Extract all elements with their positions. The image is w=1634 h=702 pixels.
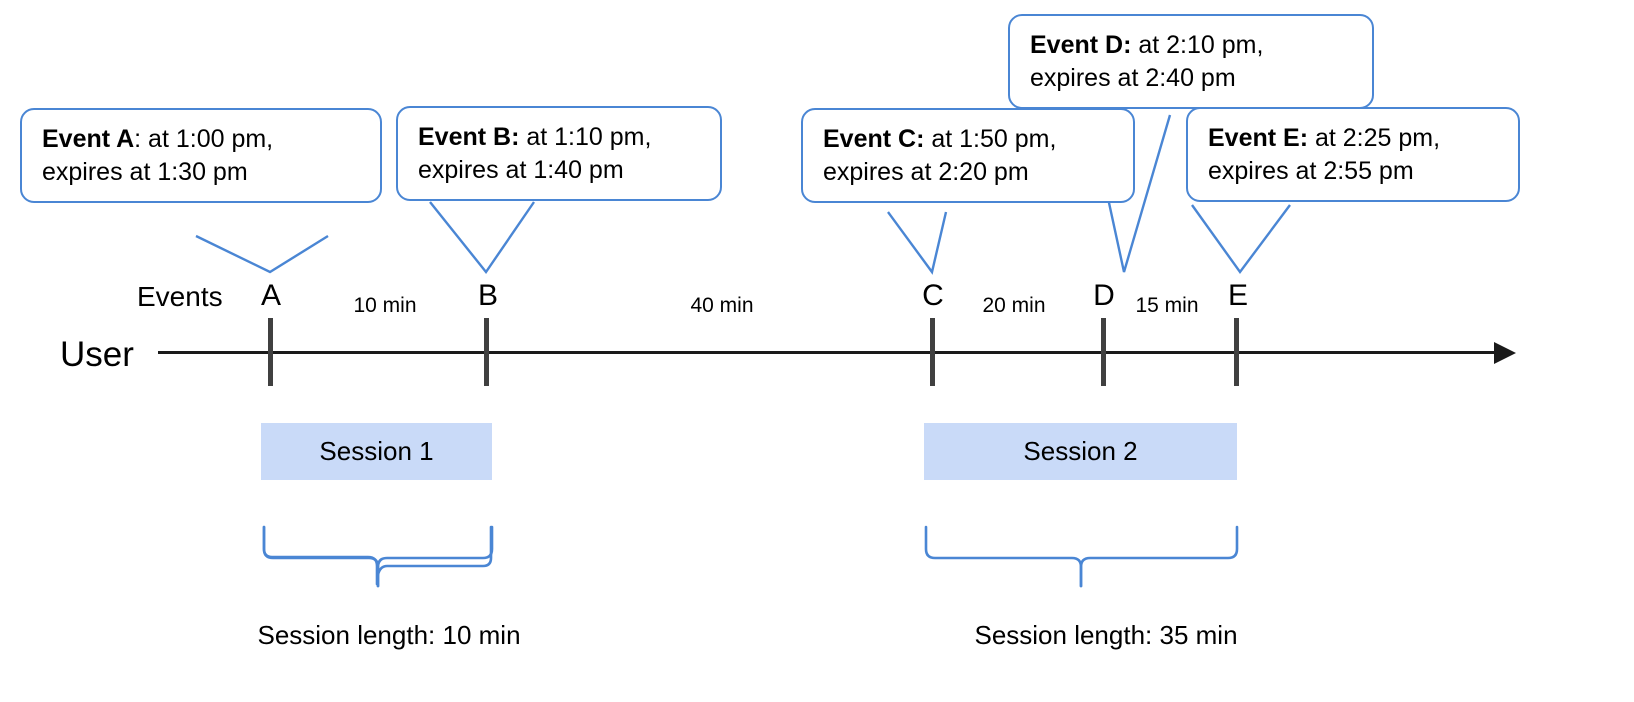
- callout-event-b: Event B: at 1:10 pm, expires at 1:40 pm: [396, 106, 722, 201]
- callout-event-d: Event D: at 2:10 pm, expires at 2:40 pm: [1008, 14, 1374, 109]
- event-marker-b: [484, 318, 489, 386]
- gap-label-c-d: 20 min: [982, 294, 1046, 317]
- callout-line-2: expires at 1:40 pm: [418, 156, 624, 184]
- callout-event-time: at 1:10 pm,: [519, 123, 652, 151]
- event-marker-label-a: A: [260, 279, 282, 312]
- event-marker-e: [1234, 318, 1239, 386]
- callout-event-name: Event E:: [1208, 124, 1309, 152]
- session-bar-1: Session 1: [261, 423, 492, 480]
- callout-event-time: : at 1:00 pm,: [134, 125, 274, 153]
- timeline-arrow-icon: [1494, 342, 1516, 364]
- gap-label-d-e: 15 min: [1135, 294, 1199, 317]
- callout-event-e: Event E: at 2:25 pm, expires at 2:55 pm: [1186, 107, 1520, 202]
- gap-label-a-b: 10 min: [353, 294, 417, 317]
- event-marker-c: [930, 318, 935, 386]
- callout-event-name: Event A: [42, 125, 135, 153]
- event-marker-a: [268, 318, 273, 386]
- callout-event-name: Event D:: [1030, 31, 1132, 59]
- events-row-label: Events: [137, 281, 223, 312]
- event-marker-label-b: B: [477, 279, 499, 312]
- gap-label-b-c: 40 min: [690, 294, 754, 317]
- session-bar-2: Session 2: [924, 423, 1237, 480]
- event-marker-label-e: E: [1227, 279, 1249, 312]
- callout-event-time: at 2:25 pm,: [1308, 124, 1441, 152]
- callout-line-2: expires at 2:20 pm: [823, 158, 1029, 186]
- callout-event-time: at 1:50 pm,: [924, 125, 1057, 153]
- callout-line-1: Event A: at 1:00 pm,: [42, 123, 362, 156]
- session-length-label-2: Session length: 35 min: [974, 620, 1238, 650]
- callout-line-1: Event D: at 2:10 pm,: [1030, 29, 1354, 62]
- callout-event-time: at 2:10 pm,: [1131, 31, 1264, 59]
- event-marker-label-d: D: [1093, 279, 1115, 312]
- user-row-label: User: [60, 335, 134, 374]
- callout-line-2: expires at 2:40 pm: [1030, 64, 1236, 92]
- session-length-label-1: Session length: 10 min: [257, 620, 521, 650]
- callout-line-1: Event C: at 1:50 pm,: [823, 123, 1115, 156]
- callout-line-2: expires at 2:55 pm: [1208, 157, 1414, 185]
- callout-event-c: Event C: at 1:50 pm, expires at 2:20 pm: [801, 108, 1135, 203]
- callout-event-a: Event A: at 1:00 pm, expires at 1:30 pm: [20, 108, 382, 203]
- callout-event-name: Event B:: [418, 123, 520, 151]
- callout-line-1: Event B: at 1:10 pm,: [418, 121, 702, 154]
- callout-line-1: Event E: at 2:25 pm,: [1208, 122, 1500, 155]
- event-marker-d: [1101, 318, 1106, 386]
- timeline-axis: [158, 351, 1496, 354]
- event-marker-label-c: C: [922, 279, 944, 312]
- callout-line-2: expires at 1:30 pm: [42, 158, 248, 186]
- callout-event-name: Event C:: [823, 125, 925, 153]
